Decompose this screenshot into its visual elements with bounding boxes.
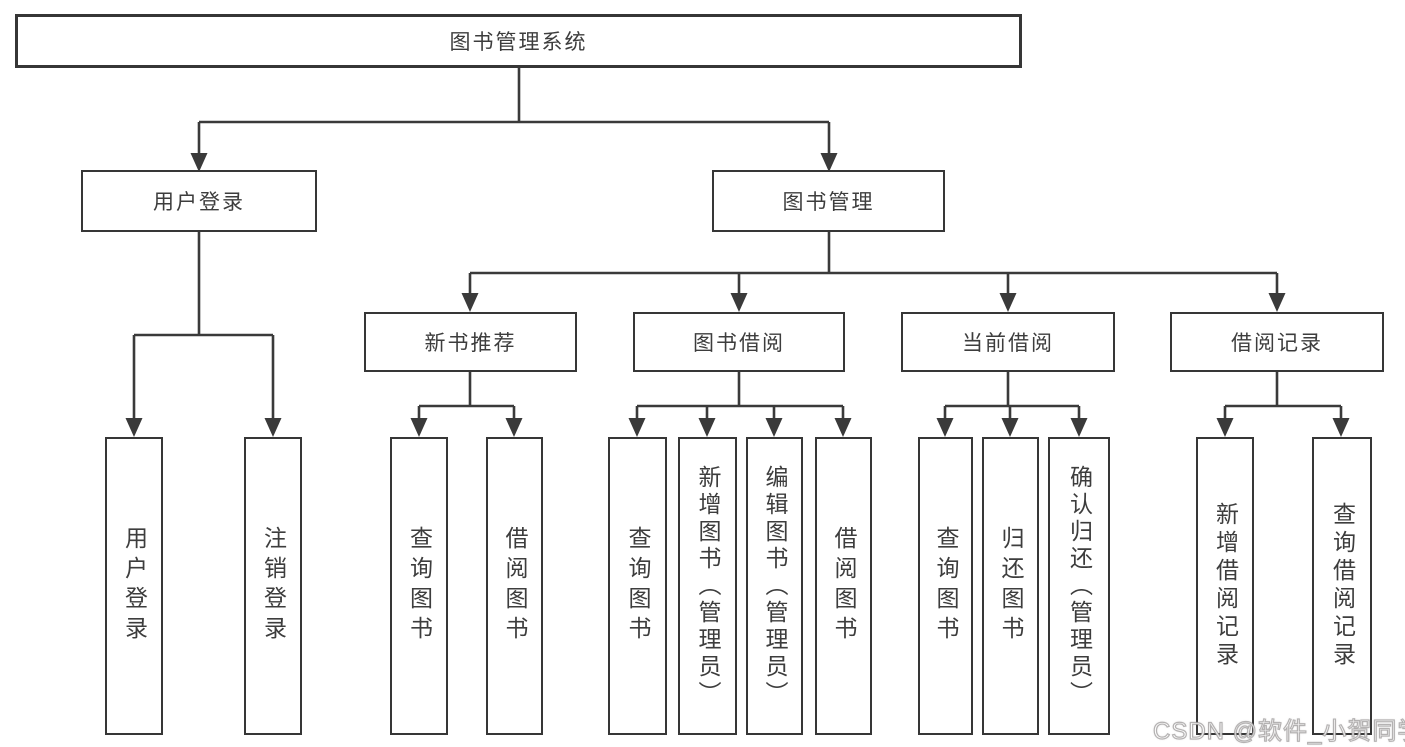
node-user-login-label: 用户登录 bbox=[153, 191, 245, 214]
node-new-book-recommend: 新书推荐 bbox=[364, 312, 577, 372]
leaf-query-books-recommend-label: 查询图书 bbox=[406, 526, 433, 646]
leaf-borrow-books-recommend-label: 借阅图书 bbox=[502, 526, 528, 646]
node-book-borrowing-label: 图书借阅 bbox=[693, 332, 785, 355]
leaf-user-login-label: 用户登录 bbox=[121, 526, 148, 646]
node-book-borrowing: 图书借阅 bbox=[633, 312, 845, 372]
leaf-logout-label: 注销登录 bbox=[260, 526, 287, 646]
node-borrowing-records: 借阅记录 bbox=[1170, 312, 1384, 372]
leaf-query-books-recommend: 查询图书 bbox=[390, 437, 448, 735]
leaf-borrow-books-borrowing-label: 借阅图书 bbox=[831, 526, 857, 646]
leaf-user-login: 用户登录 bbox=[105, 437, 163, 735]
node-root: 图书管理系统 bbox=[15, 14, 1022, 68]
leaf-query-books-current: 查询图书 bbox=[918, 437, 973, 735]
csdn-watermark: CSDN @软件_小贺同学 bbox=[1152, 717, 1405, 745]
node-book-management: 图书管理 bbox=[712, 170, 945, 232]
leaf-query-borrow-record: 查询借阅记录 bbox=[1312, 437, 1372, 735]
node-current-borrowing-label: 当前借阅 bbox=[962, 332, 1054, 355]
leaf-add-borrow-record: 新增借阅记录 bbox=[1196, 437, 1254, 735]
leaf-add-book-admin: 新增图书（管理员） bbox=[678, 437, 737, 735]
leaf-borrow-books-borrowing: 借阅图书 bbox=[815, 437, 872, 735]
leaf-logout: 注销登录 bbox=[244, 437, 302, 735]
leaf-add-borrow-record-label: 新增借阅记录 bbox=[1212, 502, 1239, 670]
node-new-book-recommend-label: 新书推荐 bbox=[424, 332, 517, 355]
leaf-edit-book-admin: 编辑图书（管理员） bbox=[746, 437, 803, 735]
leaf-confirm-return-admin: 确认归还（管理员） bbox=[1048, 437, 1110, 735]
leaf-return-book-label: 归还图书 bbox=[998, 526, 1024, 646]
leaf-query-books-borrowing: 查询图书 bbox=[608, 437, 667, 735]
node-user-login: 用户登录 bbox=[81, 170, 317, 232]
leaf-borrow-books-recommend: 借阅图书 bbox=[486, 437, 543, 735]
leaf-confirm-return-admin-label: 确认归还（管理员） bbox=[1066, 464, 1093, 708]
leaf-edit-book-admin-label: 编辑图书（管理员） bbox=[762, 464, 788, 708]
node-borrowing-records-label: 借阅记录 bbox=[1231, 332, 1323, 355]
node-current-borrowing: 当前借阅 bbox=[901, 312, 1115, 372]
leaf-query-books-borrowing-label: 查询图书 bbox=[625, 526, 651, 646]
node-root-label: 图书管理系统 bbox=[449, 31, 588, 54]
leaf-add-book-admin-label: 新增图书（管理员） bbox=[695, 464, 721, 708]
leaf-return-book: 归还图书 bbox=[982, 437, 1039, 735]
node-book-management-label: 图书管理 bbox=[782, 191, 875, 214]
leaf-query-books-current-label: 查询图书 bbox=[933, 526, 959, 646]
leaf-query-borrow-record-label: 查询借阅记录 bbox=[1329, 502, 1356, 670]
